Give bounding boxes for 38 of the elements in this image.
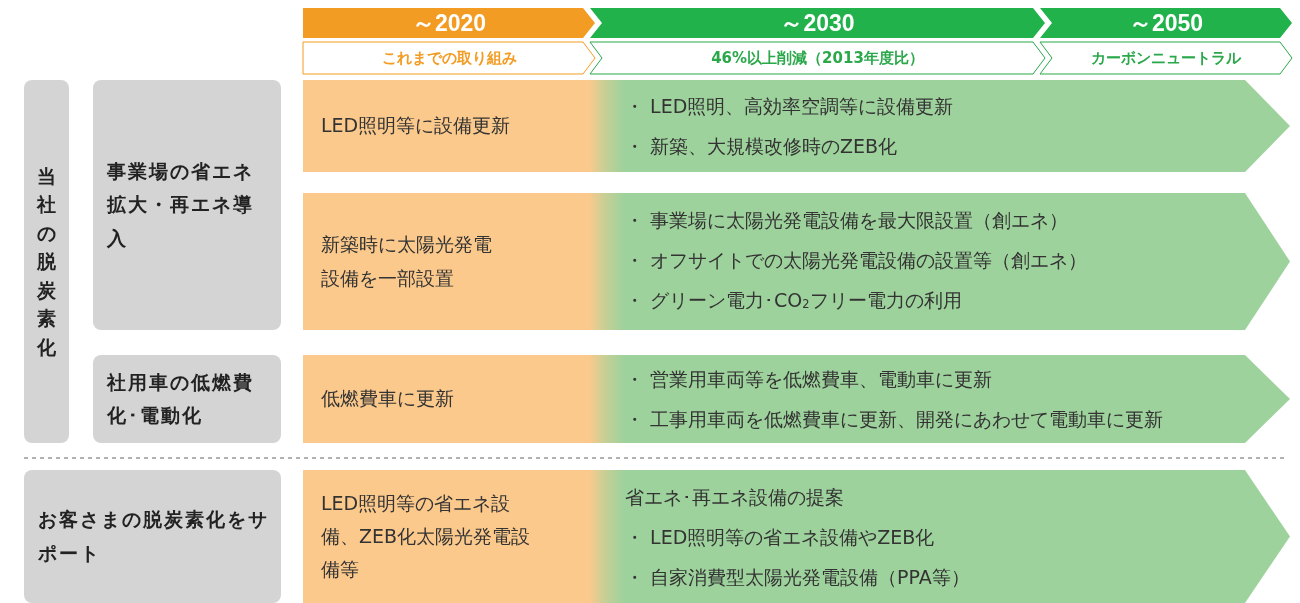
- planned-measure: ・ 自家消費型太陽光発電設備（PPA等）: [625, 564, 970, 590]
- target-label: 46%以上削減（2013年度比）: [711, 48, 924, 68]
- category-label: 社用車の低燃費化･電動化: [107, 369, 255, 428]
- current-measure: 新築時に太陽光発電設備を一部設置: [321, 232, 493, 291]
- planned-measure: 省エネ･再エネ設備の提案: [625, 484, 845, 510]
- planned-measure: ・ LED照明等の省エネ設備やZEB化: [625, 524, 936, 550]
- target-label: これまでの取り組み: [381, 48, 517, 68]
- category-box: [24, 470, 281, 603]
- category-label: 事業場の省エネ拡大・再エネ導入: [107, 159, 255, 251]
- period-band: [303, 8, 595, 38]
- category-box: [93, 355, 281, 443]
- planned-measure: ・ 営業用車両等を低燃費車、電動車に更新: [625, 367, 994, 392]
- planned-measure: ・ LED照明、高効率空調等に設備更新: [625, 94, 954, 119]
- planned-measure: ・ オフサイトでの太陽光発電設備の設置等（創エネ）: [625, 248, 1088, 273]
- planned-measure: ・ 工事用車両を低燃費車に更新、開発にあわせて電動車に更新: [625, 407, 1164, 432]
- target-label: カーボンニュートラル: [1091, 48, 1241, 68]
- target-band: [1040, 42, 1292, 74]
- current-measure: 低燃費車に更新: [321, 386, 454, 412]
- category-label: お客さまの脱炭素化をサポート: [38, 507, 270, 566]
- planned-measure: ・ 事業場に太陽光発電設備を最大限設置（創エネ）: [625, 208, 1070, 233]
- category-label: 当社の脱炭素化: [37, 163, 56, 360]
- planned-measure: ・ 新築、大規模改修時のZEB化: [625, 134, 899, 159]
- target-band: [303, 42, 595, 74]
- roadmap-band: [303, 470, 1290, 603]
- roadmap-band: [303, 355, 1290, 443]
- category-box: [93, 80, 281, 330]
- target-band: [590, 42, 1045, 74]
- roadmap-band: [303, 80, 1290, 172]
- current-measure: LED照明等の省エネ設備、ZEB化太陽光発電設備等: [321, 490, 532, 583]
- period-label: ～2020: [411, 8, 487, 38]
- roadmap-band: [303, 193, 1290, 330]
- period-label: ～2050: [1128, 8, 1204, 38]
- period-band: [1040, 8, 1292, 38]
- current-measure: LED照明等に設備更新: [321, 113, 511, 139]
- planned-measure: ・ グリーン電力･CO$_{2}$フリー電力の利用: [625, 288, 963, 314]
- period-band: [590, 8, 1045, 38]
- period-label: ～2030: [780, 8, 855, 38]
- category-box: [24, 80, 69, 443]
